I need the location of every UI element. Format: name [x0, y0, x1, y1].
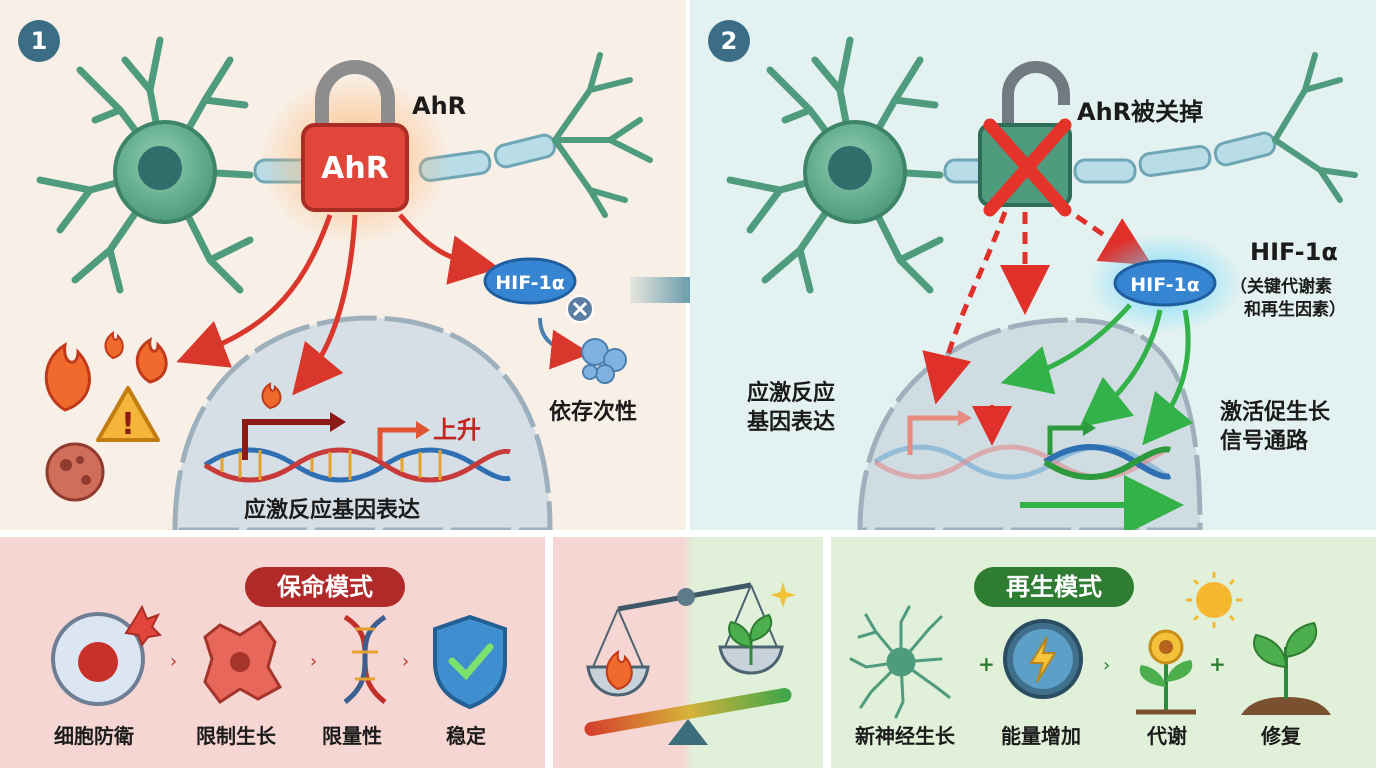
panel-2-diagram: HIF-1α: [726, 36, 1358, 530]
balance-panel: [553, 537, 823, 768]
survival-step-1: 细胞防衛: [54, 724, 134, 748]
suppressed-promoter-arrow: [907, 415, 960, 455]
hif-1a-protein-active: [1113, 259, 1217, 307]
activate-label-1: 激活促生长: [1220, 400, 1331, 425]
activate-label-2: 信号通路: [1220, 429, 1309, 454]
panel-number: 1: [18, 20, 60, 62]
sun-icon: [1186, 572, 1242, 628]
regen-step-2: 能量增加: [1001, 724, 1081, 748]
regen-steps-icons: + › +: [849, 572, 1331, 719]
promoter-arrow-1: [242, 419, 330, 460]
hif-label: HIF-1α: [1130, 274, 1200, 296]
panel-number: 2: [708, 20, 750, 62]
dependency-label: 依存次性: [549, 400, 638, 425]
hif-label: HIF-1α: [495, 272, 565, 294]
panel-1-diagram: AhR HIF-1α !: [36, 36, 653, 530]
ahr-off-label: AhR被关掉: [1077, 98, 1204, 126]
survival-step-3: 限量性: [322, 724, 382, 748]
off-x-icon: [983, 118, 1072, 217]
step-arrow: ›: [170, 651, 177, 672]
balance-beam: [584, 687, 792, 737]
step-arrow: ›: [310, 651, 317, 672]
active-promoter-arrow: [1047, 425, 1085, 455]
regen-step-1: 新神经生长: [855, 724, 955, 748]
step-arrow: ›: [1103, 655, 1110, 676]
sparkle-icon: [770, 582, 796, 608]
warning-icon: !: [96, 386, 160, 442]
survival-mode-panel: 保命模式 › › › 细胞防衛 限制生长 限量性 稳定: [0, 537, 545, 768]
fulcrum: [668, 719, 708, 745]
upregulate-label: 上升: [433, 416, 481, 444]
balance-scale-icon: [584, 582, 796, 745]
neuron-growth-icon: [849, 605, 951, 719]
regen-mode-panel: 再生模式 + ›: [831, 537, 1376, 768]
hif-desc-1: （关键代谢素: [1230, 277, 1332, 297]
sprout-icon: [728, 613, 773, 665]
survival-step-2: 限制生长: [196, 724, 276, 748]
survival-step-4: 稳定: [446, 724, 486, 748]
hif-desc-2: 和再生因素）: [1244, 300, 1346, 320]
regen-step-3: 代谢: [1147, 724, 1187, 748]
svg-text:!: !: [121, 407, 135, 442]
flame-icon: [605, 649, 633, 691]
promoter-arrow-2: [377, 427, 418, 460]
plus-sign: +: [978, 652, 995, 676]
hif-title: HIF-1α: [1250, 238, 1338, 266]
degradation-arrow: [538, 317, 591, 370]
stress-label-2: 基因表达: [747, 410, 836, 435]
dna-icon: [343, 614, 387, 704]
shield-check-icon: [433, 614, 507, 710]
lock-text: AhR: [321, 151, 389, 186]
regen-mode-title: 再生模式: [974, 567, 1134, 607]
neuron-nucleus-dot: [828, 146, 872, 190]
regen-step-4: 修复: [1261, 724, 1301, 748]
sprout-repair-icon: [1241, 621, 1331, 715]
damaged-cell-icon: [45, 442, 105, 502]
signal-arrows: [176, 213, 500, 396]
survival-steps-icons: › › ›: [51, 604, 507, 710]
growth-signal-arrows: [1000, 303, 1194, 446]
axon-terminal: [1272, 52, 1358, 203]
panel-1-ahr-active: AhR HIF-1α !: [0, 0, 686, 530]
step-arrow: ›: [402, 651, 409, 672]
neuron-nucleus-dot: [138, 146, 182, 190]
stress-label-1: 应激反应: [747, 381, 836, 406]
blocked-x-icon: [566, 295, 594, 323]
small-flame-icon: [261, 382, 282, 410]
energy-gauge-icon: [1003, 619, 1083, 699]
panel-2-ahr-off: HIF-1α 2 AhR被关掉 HIF-1α （关键代谢素 和再生因素） 应激反…: [690, 0, 1376, 530]
degraded-protein-icon: [581, 338, 627, 384]
axon-terminal: [552, 52, 653, 218]
dna-strand: [203, 447, 511, 483]
survival-mode-title: 保命模式: [245, 567, 405, 607]
ahr-label: AhR: [412, 92, 467, 120]
plus-sign: +: [1209, 652, 1226, 676]
cell-defense-icon: [51, 604, 163, 706]
restricted-cell-icon: [203, 619, 283, 705]
stress-flames-icon: [44, 330, 168, 412]
hif-1a-protein: [483, 257, 577, 305]
stress-gene-label: 应激反应基因表达: [244, 498, 421, 523]
ahr-lock: [301, 60, 409, 212]
flower-icon: [1136, 629, 1196, 715]
